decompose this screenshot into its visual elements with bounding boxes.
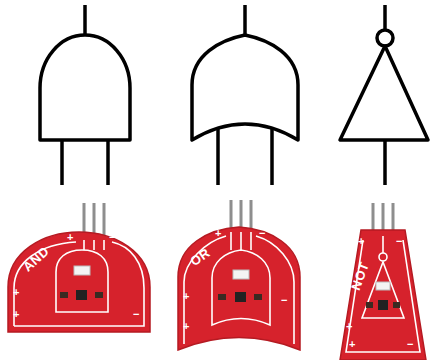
polarity-mark: −	[281, 295, 287, 306]
input-lead	[60, 140, 64, 185]
board-shape	[178, 227, 300, 350]
board-shape	[340, 230, 426, 360]
polarity-mark: +	[13, 287, 19, 298]
led	[376, 282, 390, 290]
polarity-mark: +	[183, 321, 189, 332]
resistor	[366, 302, 373, 308]
resistor	[254, 294, 262, 300]
polarity-mark: +	[358, 236, 364, 247]
polarity-mark: +	[346, 321, 352, 332]
input-lead	[216, 127, 220, 185]
board-outline	[8, 232, 150, 332]
output-lead	[383, 5, 387, 30]
silkscreen-trace	[14, 242, 144, 326]
and-gate-symbol	[40, 35, 130, 140]
resistor	[95, 292, 103, 298]
board-shape	[8, 232, 150, 332]
polarity-mark: −	[259, 228, 265, 239]
silkscreen-trace	[382, 236, 384, 253]
not-gate-symbol	[340, 46, 428, 140]
output-lead	[243, 5, 247, 35]
polarity-mark: −	[109, 232, 115, 243]
polarity-mark: −	[396, 236, 402, 247]
silkscreen-outline	[212, 250, 270, 325]
silkscreen-trace	[184, 236, 294, 344]
resistor	[393, 302, 400, 308]
input-lead	[106, 140, 110, 185]
silkscreen-trace	[346, 240, 420, 352]
silkscreen-outline	[56, 250, 108, 312]
and-gate-board: AND	[8, 232, 150, 332]
or-gate-symbol	[192, 35, 298, 140]
transistor	[76, 290, 87, 300]
resistor	[218, 294, 226, 300]
polarity-mark: −	[407, 339, 413, 350]
polarity-mark: +	[67, 232, 73, 243]
resistor	[60, 292, 68, 298]
silkscreen-outline	[362, 262, 404, 318]
led	[233, 270, 249, 279]
silkscreen-trace	[231, 232, 251, 250]
silkscreen-trace	[84, 240, 104, 250]
smd-parts	[60, 266, 400, 310]
polarity-mark: +	[215, 228, 221, 239]
output-lead	[83, 5, 87, 35]
transistor	[378, 300, 388, 310]
led	[74, 266, 90, 275]
input-lead	[383, 140, 387, 185]
polarity-mark: −	[133, 309, 139, 320]
transistor	[235, 292, 246, 302]
polarity-mark: +	[13, 309, 19, 320]
board-outline	[178, 227, 300, 350]
polarity-mark: +	[349, 339, 355, 350]
inversion-bubble	[377, 30, 393, 46]
input-lead	[270, 127, 274, 185]
or-gate-board: OR	[178, 227, 300, 350]
polarity-mark: +	[183, 291, 189, 302]
silkscreen-bubble	[379, 253, 387, 261]
